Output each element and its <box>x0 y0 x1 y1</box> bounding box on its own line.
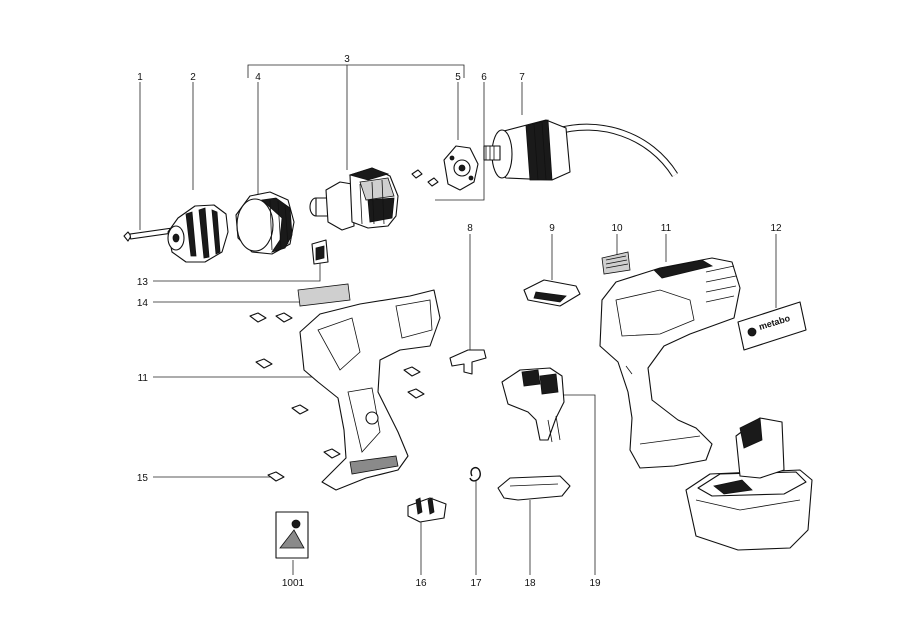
housing-screws <box>249 312 425 482</box>
label-13: 13 <box>137 277 149 288</box>
part-11-housing-complete <box>599 257 741 469</box>
part-6-screws <box>411 169 439 187</box>
label-2: 2 <box>190 72 196 83</box>
part-5-flange <box>443 145 479 191</box>
label-3: 3 <box>344 54 350 65</box>
part-8-lever <box>449 349 487 375</box>
label-6: 6 <box>481 72 487 83</box>
part-9-slide <box>523 279 581 307</box>
label-19: 19 <box>589 578 601 589</box>
part-14-label <box>297 283 351 307</box>
part-3-gearbox <box>309 167 399 231</box>
label-1001: 1001 <box>282 578 305 589</box>
battery-pack <box>685 417 813 551</box>
part-16-terminal <box>407 497 447 523</box>
label-16: 16 <box>415 578 427 589</box>
part-11-housing-half <box>299 289 441 491</box>
part-19-switch <box>501 367 565 443</box>
label-12: 12 <box>770 223 782 234</box>
leader-lines <box>139 64 777 575</box>
label-9: 9 <box>549 223 555 234</box>
part-10-vent-label <box>601 251 631 275</box>
part-13-clip <box>311 239 329 265</box>
label-18: 18 <box>524 578 536 589</box>
label-5: 5 <box>455 72 461 83</box>
label-7: 7 <box>519 72 525 83</box>
part-4-clutch-ring <box>235 191 295 255</box>
label-8: 8 <box>467 223 473 234</box>
label-10: 10 <box>611 223 623 234</box>
label-11-right: 11 <box>661 223 672 234</box>
label-15: 15 <box>137 473 149 484</box>
part-number-labels: 1 2 3 4 5 6 7 8 9 10 11 12 13 14 11 15 1… <box>137 54 782 589</box>
label-1: 1 <box>137 72 143 83</box>
part-12-nameplate: metabo <box>737 301 807 351</box>
part-1-screw <box>123 227 171 242</box>
part-18-release <box>497 475 571 501</box>
part-17-spring <box>469 466 481 482</box>
part-7-motor <box>483 119 678 181</box>
part-2-chuck <box>167 204 229 263</box>
label-14: 14 <box>137 298 149 309</box>
label-4: 4 <box>255 72 261 83</box>
part-1001-card <box>275 511 309 559</box>
label-17: 17 <box>470 578 482 589</box>
label-11-left: 11 <box>138 373 149 384</box>
